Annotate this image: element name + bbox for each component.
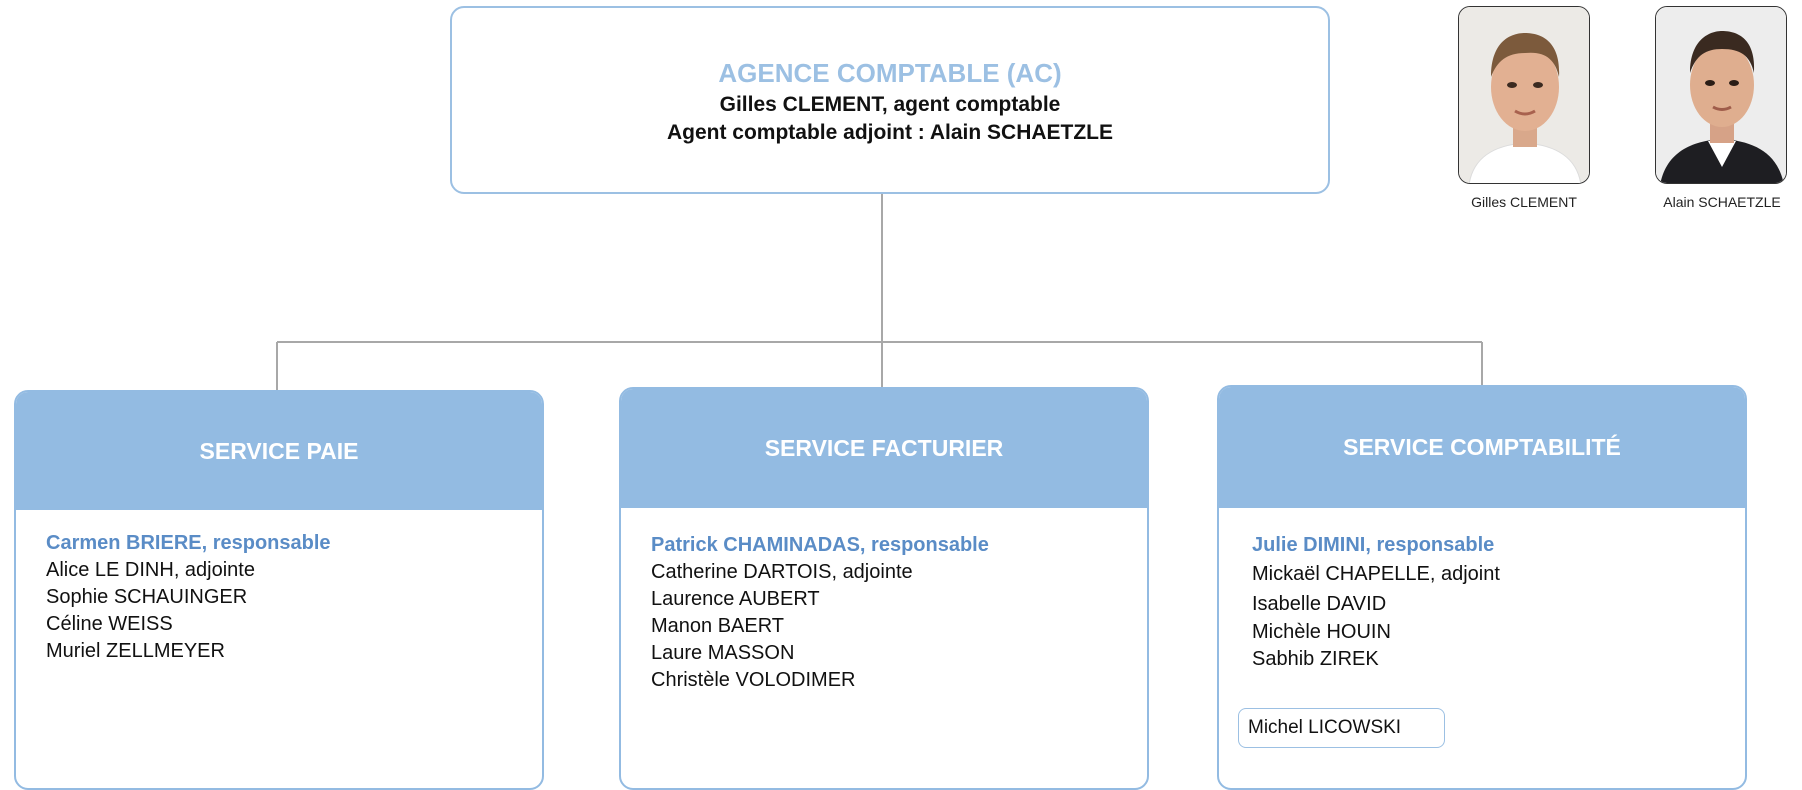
member: Muriel ZELLMEYER <box>46 640 225 662</box>
member: Michèle HOUIN <box>1252 621 1391 643</box>
member: Laure MASSON <box>651 642 795 664</box>
service-lead: Carmen BRIERE, responsable <box>46 532 331 554</box>
service-paie-box: SERVICE PAIE Carmen BRIERE, responsable … <box>14 390 544 790</box>
agency-deputy: Agent comptable adjoint : Alain SCHAETZL… <box>666 121 1114 144</box>
member: Mickaël CHAPELLE, adjoint <box>1252 563 1500 585</box>
agency-title: AGENCE COMPTABLE (AC) <box>718 58 1062 88</box>
agency-box: AGENCE COMPTABLE (AC) Gilles CLEMENT, ag… <box>450 6 1330 194</box>
service-comptabilite-header: SERVICE COMPTABILITÉ <box>1219 387 1745 508</box>
portrait-caption-gilles: Gilles CLEMENT <box>1471 194 1577 210</box>
portrait-image <box>1656 7 1786 183</box>
service-title: SERVICE FACTURIER <box>764 435 1004 461</box>
service-lead: Julie DIMINI, responsable <box>1252 534 1495 556</box>
service-comptabilite-extra-member: Michel LICOWSKI <box>1238 708 1445 748</box>
member: Sabhib ZIREK <box>1252 648 1379 670</box>
portrait-gilles-clement <box>1458 6 1590 184</box>
portrait-caption-alain: Alain SCHAETZLE <box>1663 194 1781 210</box>
service-comptabilite-members: Julie DIMINI, responsable Mickaël CHAPEL… <box>1219 508 1745 673</box>
member: Alice LE DINH, adjointe <box>46 559 255 581</box>
member: Sophie SCHAUINGER <box>46 586 248 608</box>
service-facturier-box: SERVICE FACTURIER Patrick CHAMINADAS, re… <box>619 387 1149 790</box>
member: Christèle VOLODIMER <box>651 669 856 691</box>
member: Isabelle DAVID <box>1252 593 1387 615</box>
service-paie-header: SERVICE PAIE <box>16 392 542 510</box>
service-facturier-members: Patrick CHAMINADAS, responsable Catherin… <box>621 508 1147 694</box>
member: Céline WEISS <box>46 613 173 635</box>
member: Laurence AUBERT <box>651 588 820 610</box>
member: Manon BAERT <box>651 615 785 637</box>
service-facturier-header: SERVICE FACTURIER <box>621 389 1147 508</box>
service-paie-members: Carmen BRIERE, responsable Alice LE DINH… <box>16 510 542 665</box>
service-lead: Patrick CHAMINADAS, responsable <box>651 534 989 556</box>
service-title: SERVICE COMPTABILITÉ <box>1343 434 1621 460</box>
service-title: SERVICE PAIE <box>199 437 359 464</box>
portrait-alain-schaetzle <box>1655 6 1787 184</box>
agency-head: Gilles CLEMENT, agent comptable <box>719 93 1061 116</box>
member: Catherine DARTOIS, adjointe <box>651 561 913 583</box>
portrait-image <box>1459 7 1589 183</box>
